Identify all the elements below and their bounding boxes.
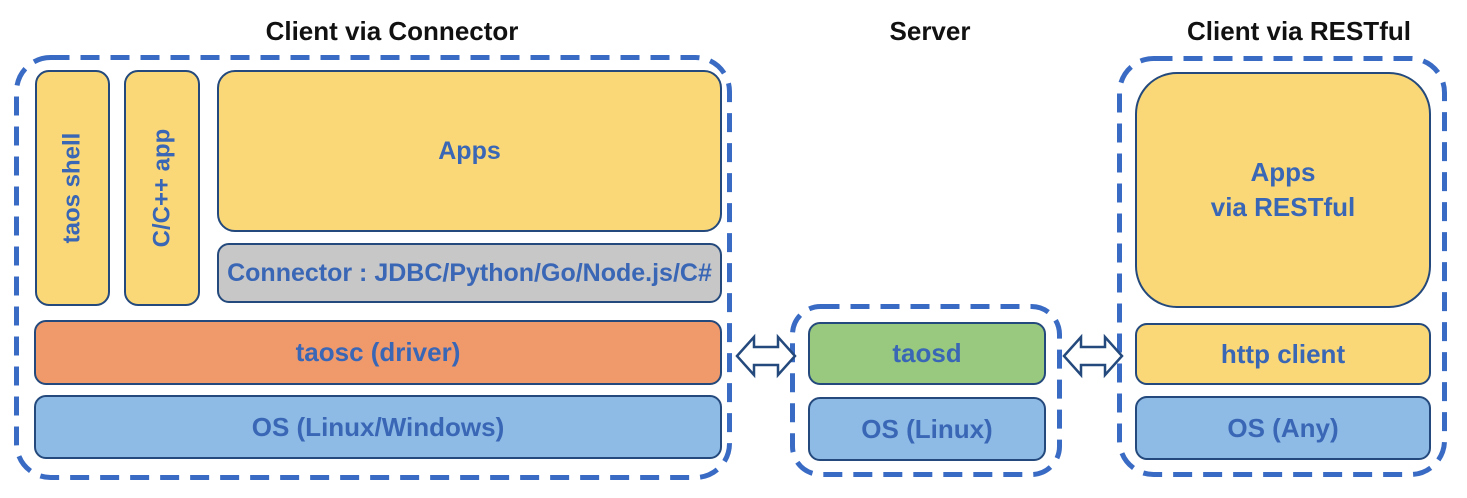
apps-via-restful-box: Apps via RESTful <box>1135 72 1431 308</box>
os-linux-box: OS (Linux) <box>808 397 1046 461</box>
os-any-box: OS (Any) <box>1135 396 1431 460</box>
double-arrow-icon <box>1062 333 1124 379</box>
taos-shell-label: taos shell <box>58 132 86 244</box>
client-connector-group-border <box>14 55 732 480</box>
cpp-app-label: C/C++ app <box>148 128 176 248</box>
taos-shell-box: taos shell <box>35 70 110 306</box>
cpp-app-box: C/C++ app <box>124 70 200 306</box>
http-client-box: http client <box>1135 323 1431 385</box>
server-group-border <box>790 304 1062 477</box>
section-title-server: Server <box>889 15 971 46</box>
taosd-box: taosd <box>808 322 1046 385</box>
section-title-client-via-restful: Client via RESTful <box>1187 15 1411 46</box>
apps-box: Apps <box>217 70 722 232</box>
section-title-client-via-connector: Client via Connector <box>265 15 519 46</box>
os-linux-windows-box: OS (Linux/Windows) <box>34 395 722 459</box>
connector-box: Connector : JDBC/Python/Go/Node.js/C# <box>217 243 722 303</box>
double-arrow-icon <box>735 333 797 379</box>
client-restful-group-border <box>1117 56 1447 477</box>
apps-via-restful-label: Apps via RESTful <box>1210 156 1356 222</box>
taosc-driver-box: taosc (driver) <box>34 320 722 385</box>
